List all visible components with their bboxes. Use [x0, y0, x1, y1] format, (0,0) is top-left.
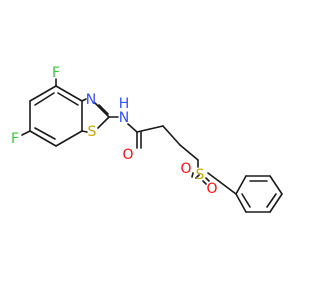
bond: [162, 125, 181, 146]
sulfonyl-oxygen-label: O: [206, 181, 217, 197]
fluorine-atom-label: F: [11, 131, 19, 147]
bond: [207, 172, 221, 183]
bond: [81, 130, 88, 133]
bond: [94, 102, 110, 118]
amide-nitrogen-label: N: [119, 110, 129, 126]
bond: [195, 174, 200, 179]
bond: [98, 104, 109, 115]
fluorine-atom-label: F: [52, 65, 60, 81]
bond: [34, 127, 56, 140]
bond: [202, 180, 207, 185]
thiazole-sulfur-label: S: [88, 124, 97, 140]
bonds: [21, 78, 283, 213]
bond: [179, 144, 199, 161]
bond: [266, 193, 277, 208]
amide-hydrogen-label: H: [119, 96, 130, 112]
bond: [57, 92, 79, 106]
thiazole-nitrogen-label: N: [86, 92, 96, 108]
bond: [205, 177, 210, 182]
bond: [269, 175, 283, 195]
sulfonyl-sulfur-label: S: [196, 167, 205, 183]
atom-labels: F F N S N H O S O O: [11, 65, 218, 197]
bond: [127, 123, 138, 133]
bond: [34, 92, 55, 106]
bond: [269, 193, 283, 213]
bond: [97, 116, 110, 129]
bond: [81, 98, 87, 102]
bond: [29, 85, 57, 102]
bond: [191, 172, 194, 178]
bond: [55, 85, 83, 102]
bond: [235, 193, 247, 213]
bond: [136, 125, 164, 133]
carbonyl-oxygen-label: O: [122, 147, 133, 163]
bond: [21, 130, 31, 136]
sulfonyl-oxygen-label: O: [180, 161, 191, 177]
bond: [219, 181, 237, 195]
bond: [235, 175, 247, 195]
bond: [55, 130, 83, 147]
bond: [29, 130, 57, 147]
molecule-structure: F F N S N H O S O O: [11, 65, 283, 213]
bond: [241, 193, 251, 208]
